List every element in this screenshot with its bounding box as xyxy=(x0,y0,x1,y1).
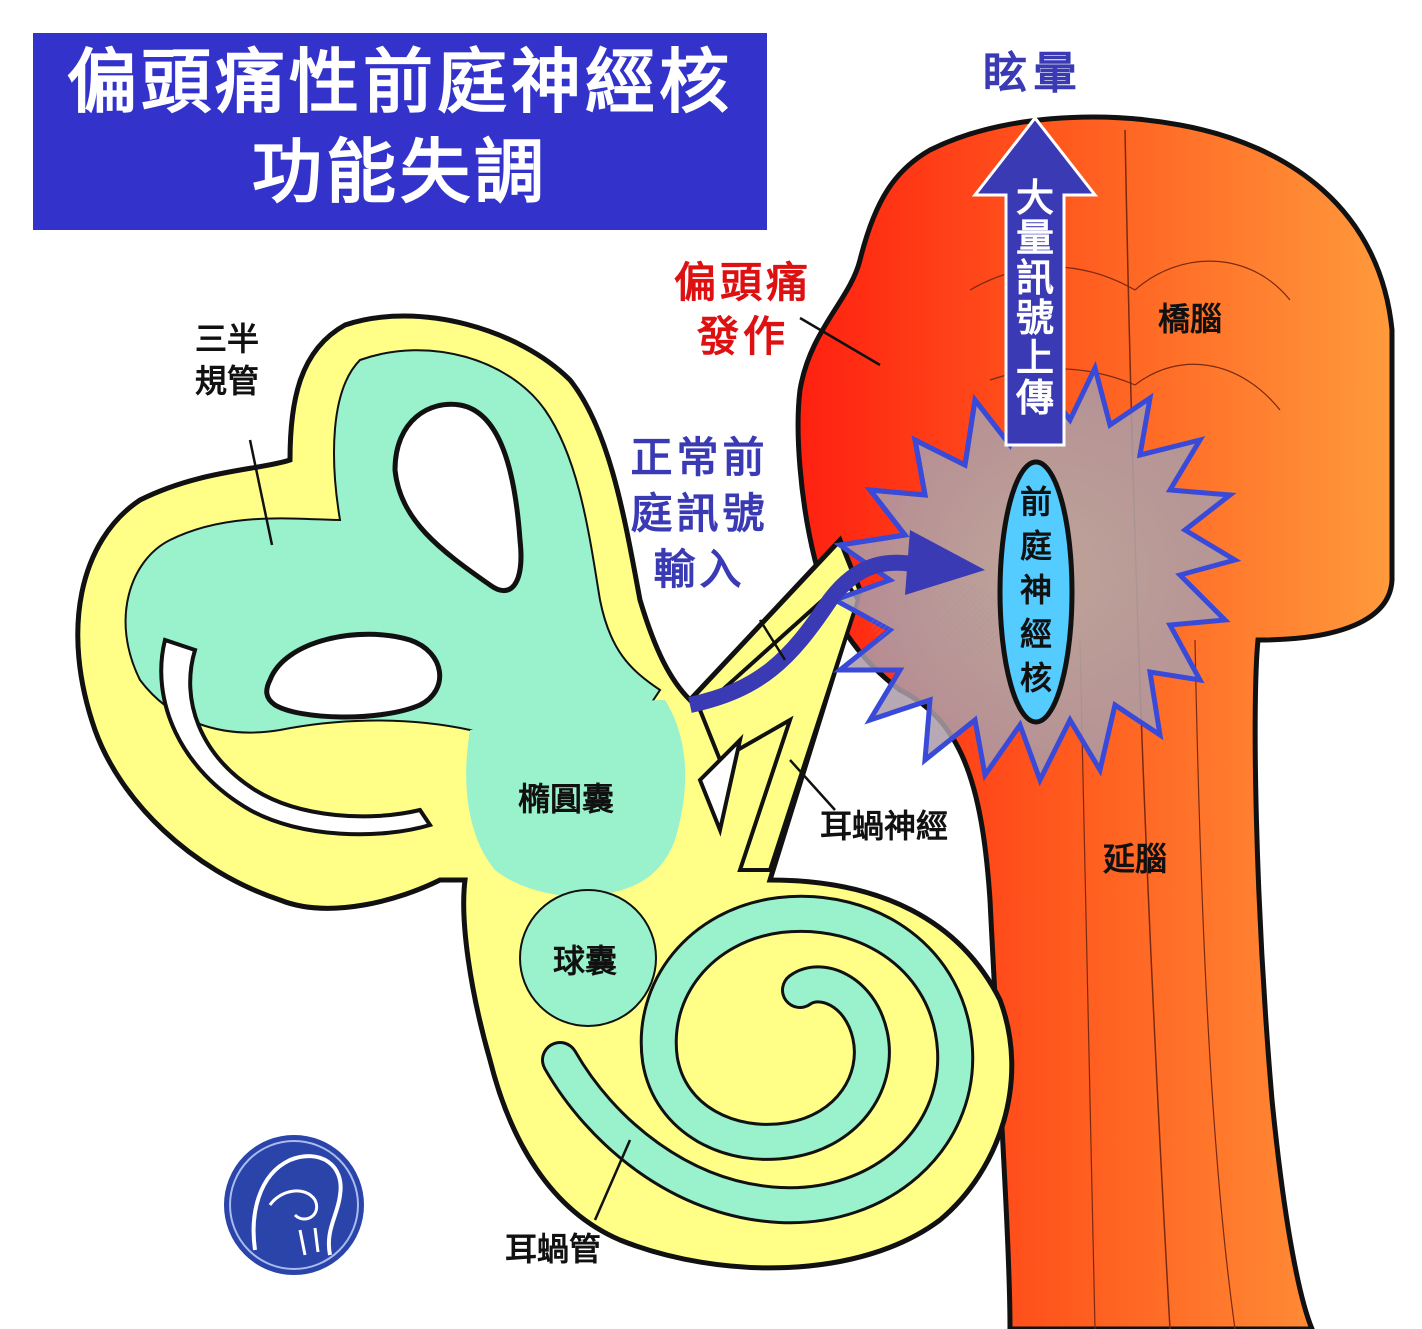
nucleus-char: 經 xyxy=(1019,615,1052,653)
normal-input-line-1: 正常前 xyxy=(630,433,769,482)
normal-input-line-3: 輸入 xyxy=(653,545,746,594)
title-line-2: 功能失調 xyxy=(252,131,548,213)
saccule-shape xyxy=(519,889,657,1027)
vestibular-nucleus-label: 前 庭 神 經 核 xyxy=(1011,480,1061,700)
migraine-attack-line-2: 發作 xyxy=(696,312,789,361)
semicircular-canal xyxy=(124,349,662,738)
utricle-label: 橢圓囊 xyxy=(518,780,615,818)
canal-hole-middle xyxy=(264,631,443,720)
dizziness-label: 眩暈 xyxy=(983,48,1083,99)
migraine-attack-label: 偏頭痛 發作 xyxy=(668,256,818,364)
semicircular-line-2: 規管 xyxy=(194,362,259,400)
title-line-1: 偏頭痛性前庭神經核 xyxy=(67,41,733,123)
cochlea-spiral xyxy=(541,894,975,1225)
saccule-label: 球囊 xyxy=(553,942,618,980)
massive-signal-char: 訊 xyxy=(1015,255,1054,300)
medulla-label: 延腦 xyxy=(1103,840,1168,878)
pons-label: 橋腦 xyxy=(1158,300,1223,338)
head-profile-logo-icon xyxy=(220,1131,368,1279)
vestibular-nucleus-shape xyxy=(997,459,1075,725)
signal-up-arrow xyxy=(971,115,1099,447)
normal-input-line-2: 庭訊號 xyxy=(630,489,769,538)
canal-hole-upper xyxy=(392,401,524,593)
leader-lines xyxy=(248,316,881,1221)
inner-ear xyxy=(75,313,1015,1271)
massive-signal-char: 傳 xyxy=(1015,375,1054,420)
cochlea-label: 耳蝸管 xyxy=(505,1230,602,1268)
title-banner: 偏頭痛性前庭神經核 功能失調 xyxy=(33,33,767,230)
massive-signal-char: 號 xyxy=(1015,295,1054,340)
nucleus-char: 神 xyxy=(1019,571,1052,609)
semicircular-line-1: 三半 xyxy=(194,320,259,358)
massive-signal-char: 大 xyxy=(1015,175,1054,220)
normal-input-label: 正常前 庭訊號 輸入 xyxy=(622,430,777,598)
nucleus-char: 前 xyxy=(1019,483,1052,521)
migraine-attack-line-1: 偏頭痛 xyxy=(673,258,812,307)
cochlear-nerve-label: 耳蝸神經 xyxy=(820,807,949,845)
input-signal-arrow xyxy=(688,554,922,713)
massive-signal-char: 量 xyxy=(1015,215,1054,260)
nucleus-char: 核 xyxy=(1019,659,1052,697)
massive-signal-char: 上 xyxy=(1015,335,1054,380)
utricle-shape xyxy=(466,700,686,897)
canal-hole-lower xyxy=(159,637,434,837)
massive-signal-label: 大 量 訊 號 上 傳 xyxy=(1005,178,1065,418)
semicircular-canal-label: 三半 規管 xyxy=(182,318,272,402)
nucleus-char: 庭 xyxy=(1019,527,1052,565)
